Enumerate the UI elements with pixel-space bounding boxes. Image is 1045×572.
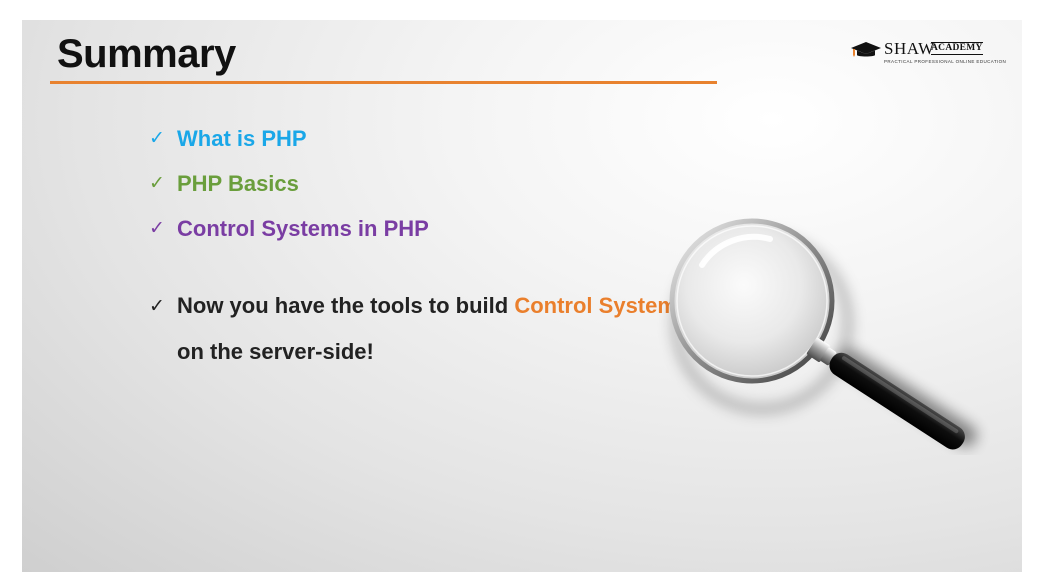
checkmark-icon: ✓	[149, 127, 165, 149]
slide: Summary SHAW ACADEMY PRACTICAL PROFESSIO…	[22, 20, 1022, 572]
bullet-text: PHP Basics	[177, 171, 299, 196]
slide-title: Summary	[57, 32, 236, 76]
checkmark-icon: ✓	[149, 295, 165, 317]
list-item: ✓ Control Systems in PHP	[149, 206, 669, 251]
list-item: ✓ PHP Basics	[149, 161, 669, 206]
summary-note: ✓ Now you have the tools to build Contro…	[149, 283, 697, 375]
note-prefix: Now you have the tools to build	[177, 293, 515, 318]
summary-list: ✓ What is PHP ✓ PHP Basics ✓ Control Sys…	[149, 116, 669, 251]
checkmark-icon: ✓	[149, 172, 165, 194]
note-highlight: Control Systems	[514, 293, 690, 318]
logo-tagline: PRACTICAL PROFESSIONAL ONLINE EDUCATION	[884, 59, 1007, 64]
logo-academy-text: ACADEMY	[931, 42, 983, 55]
note-suffix: on the server-side!	[177, 339, 374, 364]
magnifying-glass-icon	[669, 218, 977, 450]
graduation-cap-icon	[851, 42, 881, 57]
shaw-academy-logo: SHAW ACADEMY PRACTICAL PROFESSIONAL ONLI…	[851, 39, 1006, 66]
list-item: ✓ What is PHP	[149, 116, 669, 161]
checkmark-icon: ✓	[149, 217, 165, 239]
bullet-text: What is PHP	[177, 126, 307, 151]
bullet-text: Control Systems in PHP	[177, 216, 429, 241]
title-underline	[50, 81, 717, 84]
logo-shaw-text: SHAW	[884, 39, 935, 58]
